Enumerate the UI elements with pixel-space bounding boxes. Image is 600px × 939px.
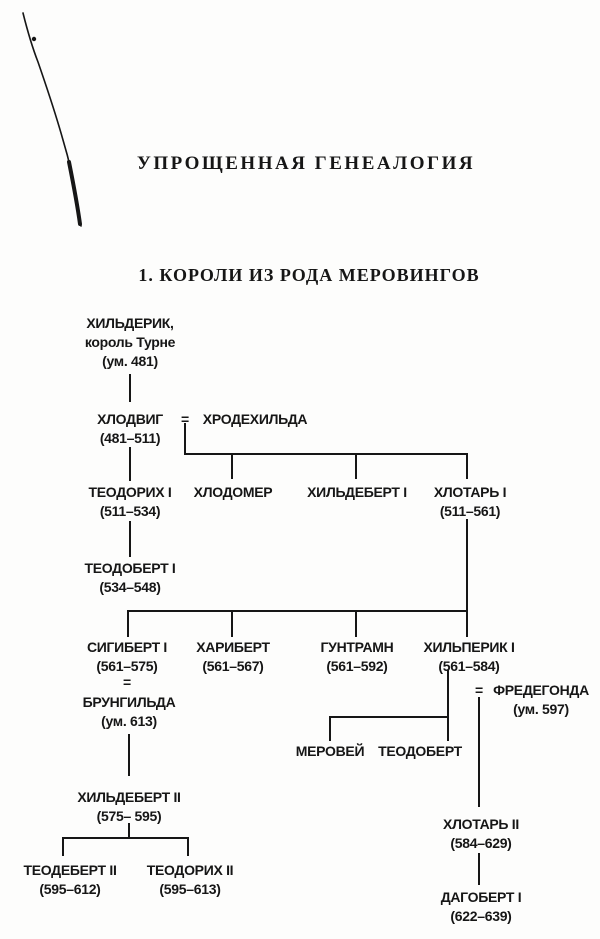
connector-fredegund-chlothar2 xyxy=(478,697,480,807)
person-name: ХИЛЬДЕБЕРТ II xyxy=(77,789,181,805)
marriage-symbol-chilperic1-fredegund: = xyxy=(475,682,483,698)
person-name: ДАГОБЕРТ I xyxy=(440,889,522,905)
connector-drop-sigibert1 xyxy=(127,610,129,637)
person-chlothar2: ХЛОТАРЬ II (584–629) xyxy=(443,815,519,853)
connector-childeric-clovis xyxy=(129,374,131,402)
person-childebert1: ХИЛЬДЕБЕРТ I xyxy=(307,484,407,500)
connector-marriage1-down xyxy=(184,423,186,454)
person-brunhilda: БРУНГИЛЬДА (ум. 613) xyxy=(83,693,176,731)
person-chlothar1: ХЛОТАРЬ I (511–561) xyxy=(433,483,507,521)
connector-drop-chlodomer xyxy=(231,453,233,479)
connector-drop-chlothar1 xyxy=(466,453,468,479)
person-name: ХИЛЬДЕРИК, xyxy=(86,315,174,331)
person-name: ХЛОТАРЬ II xyxy=(443,816,519,832)
person-theodebert2: ТЕОДЕБЕРТ II (595–612) xyxy=(23,861,116,899)
person-fredegund: ФРЕДЕГОНДА (ум. 597) xyxy=(493,681,589,719)
connector-childebert2-children-horizontal xyxy=(62,837,189,839)
person-name: ХЛОДВИГ xyxy=(97,411,163,427)
marriage-symbol-sigibert1-brunhilda: = xyxy=(123,674,131,690)
person-theodoric2: ТЕОДОРИХ II (595–613) xyxy=(147,861,234,899)
person-name: ГУНТРАМН xyxy=(320,639,394,655)
person-sigibert1: СИГИБЕРТ I (561–575) xyxy=(87,638,167,676)
person-name: ХИЛЬПЕРИК I xyxy=(423,639,515,655)
person-childebert2: ХИЛЬДЕБЕРТ II (575– 595) xyxy=(77,788,181,826)
person-dates: (561–575) xyxy=(96,658,158,674)
person-merovech: МЕРОВЕЙ xyxy=(295,743,365,759)
connector-theodoric1-theodobert1 xyxy=(129,521,131,557)
person-dates: (622–639) xyxy=(450,908,512,924)
person-name: БРУНГИЛЬДА xyxy=(82,694,176,710)
person-dates: (511–534) xyxy=(99,503,161,519)
person-dagobert1: ДАГОБЕРТ I (622–639) xyxy=(441,888,522,926)
person-name: ФРЕДЕГОНДА xyxy=(493,682,589,698)
person-dates: (ум. 597) xyxy=(513,701,569,717)
section-title: 1. КОРОЛИ ИЗ РОДА МЕРОВИНГОВ xyxy=(138,265,480,285)
person-dates: (561–584) xyxy=(438,658,500,674)
person-theodoric1: ТЕОДОРИХ I (511–534) xyxy=(89,483,172,521)
connector-chlothar1-down xyxy=(466,519,468,612)
person-dates: (511–561) xyxy=(439,503,501,519)
connector-gen3-horizontal xyxy=(127,610,468,612)
marriage-symbol-clovis-chrodechild: = xyxy=(181,411,189,427)
connector-childebert2-down xyxy=(128,823,130,839)
person-chlodomer: ХЛОДОМЕР xyxy=(193,484,273,500)
person-dates: (595–612) xyxy=(39,881,101,897)
connector-drop-theodoric2 xyxy=(187,837,189,856)
person-clovis: ХЛОДВИГ (481–511) xyxy=(97,410,163,448)
person-dates: (595–613) xyxy=(159,881,221,897)
person-subtitle: король Турне xyxy=(84,334,176,350)
person-dates: (561–592) xyxy=(326,658,388,674)
person-dates: (534–548) xyxy=(99,579,161,595)
person-dates: (ум. 613) xyxy=(101,713,157,729)
person-dates: (ум. 481) xyxy=(102,353,158,369)
person-dates: (575– 595) xyxy=(96,808,162,824)
connector-drop-merovech xyxy=(329,716,331,741)
person-name: ТЕОДОБЕРТ I xyxy=(84,560,176,576)
person-dates: (561–567) xyxy=(202,658,264,674)
connector-gen2-horizontal xyxy=(184,453,468,455)
person-dates: (584–629) xyxy=(450,835,512,851)
connector-drop-chilperic1 xyxy=(466,610,468,637)
person-name: ТЕОДОРИХ II xyxy=(146,862,234,878)
person-theodobert: ТЕОДОБЕРТ xyxy=(378,743,462,759)
connector-drop-guntram xyxy=(355,610,357,637)
person-dates: (481–511) xyxy=(99,430,161,446)
connector-chlothar2-dagobert1 xyxy=(478,853,480,885)
person-name: ТЕОДОРИХ I xyxy=(88,484,172,500)
person-charibert: ХАРИБЕРТ (561–567) xyxy=(196,638,270,676)
person-chrodechild: ХРОДЕХИЛЬДА xyxy=(202,411,308,427)
connector-clovis-theodoric1 xyxy=(129,447,131,481)
person-childeric: ХИЛЬДЕРИК, король Турне (ум. 481) xyxy=(84,314,176,371)
person-theodobert1: ТЕОДОБЕРТ I (534–548) xyxy=(84,559,175,597)
connector-brunhilda-childebert2 xyxy=(128,734,130,776)
person-name: ХАРИБЕРТ xyxy=(196,639,270,655)
person-name: СИГИБЕРТ I xyxy=(86,639,168,655)
person-guntram: ГУНТРАМН (561–592) xyxy=(321,638,394,676)
connector-drop-charibert xyxy=(231,610,233,637)
person-chilperic1: ХИЛЬПЕРИК I (561–584) xyxy=(423,638,514,676)
page-title: УПРОЩЕННАЯ ГЕНЕАЛОГИЯ xyxy=(136,153,476,174)
connector-drop-theodebert2 xyxy=(62,837,64,856)
connector-drop-childebert1 xyxy=(355,453,357,479)
scan-crease-artifact xyxy=(22,12,82,227)
person-name: ТЕОДЕБЕРТ II xyxy=(23,862,117,878)
person-name: ХЛОТАРЬ I xyxy=(433,484,507,500)
connector-chilperic1-children-down xyxy=(447,670,449,741)
connector-chilperic1-children-horizontal xyxy=(329,716,449,718)
